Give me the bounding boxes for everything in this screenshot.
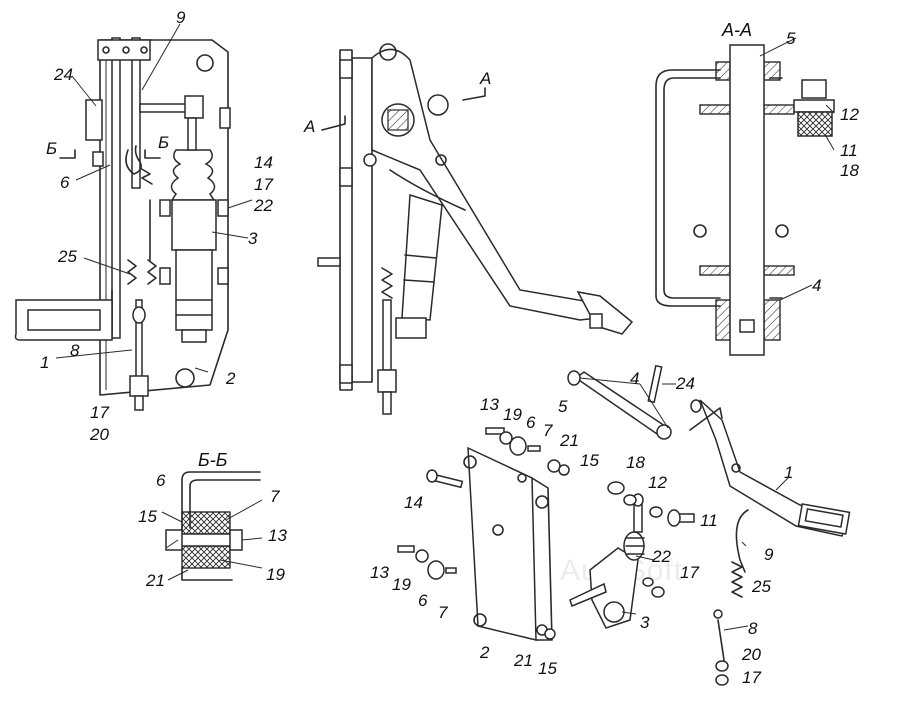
callout: 21 [513, 651, 533, 670]
callout: 19 [392, 575, 411, 594]
callout: 17 [680, 563, 699, 582]
callout: 8 [748, 619, 758, 638]
callout: 21 [559, 431, 579, 450]
callout: 11 [840, 141, 858, 160]
callout: 1 [40, 353, 49, 372]
callout: Б [158, 133, 169, 152]
callout: 7 [438, 603, 448, 622]
callout: 18 [840, 161, 859, 180]
callout: 8 [70, 341, 80, 360]
callout: Б [46, 139, 57, 158]
callout: 6 [418, 591, 428, 610]
callout: 14 [254, 153, 273, 172]
callout: 4 [812, 276, 821, 295]
cut-mark: А [303, 117, 315, 136]
callout: 13 [370, 563, 389, 582]
callout: 9 [176, 8, 186, 27]
callout: 25 [751, 577, 771, 596]
callout: 1 [784, 463, 793, 482]
callout: 6 [60, 173, 70, 192]
section-title-bb: Б-Б [198, 450, 228, 470]
callout: 12 [840, 105, 859, 124]
section-aa [655, 44, 835, 356]
callout: 15 [538, 659, 557, 678]
section-bb [165, 471, 261, 581]
callout: 2 [225, 369, 236, 388]
callouts: 9 24 Б Б 6 14 17 22 3 25 1 8 2 17 20 А А… [40, 8, 859, 687]
callout: 22 [651, 547, 671, 566]
callout: 20 [741, 645, 761, 664]
callout: 6 [156, 471, 166, 490]
callout: 24 [53, 65, 73, 84]
callout: 19 [503, 405, 522, 424]
callout: 21 [145, 571, 165, 590]
callout: 7 [543, 421, 553, 440]
callout: 5 [558, 397, 568, 416]
callout: 17 [254, 175, 273, 194]
callout: 6 [526, 413, 536, 432]
callout: 24 [675, 374, 695, 393]
leader-lines [55, 23, 835, 631]
exploded-view [397, 364, 851, 686]
callout: 18 [626, 453, 645, 472]
callout: 12 [648, 473, 667, 492]
section-title-aa: А-А [721, 20, 752, 40]
callout: 13 [268, 526, 287, 545]
callout: 22 [253, 196, 273, 215]
cut-mark: А [479, 69, 491, 88]
callout: 17 [90, 403, 109, 422]
callout: 5 [786, 29, 796, 48]
callout: 14 [404, 493, 423, 512]
callout: 13 [480, 395, 499, 414]
callout: 15 [138, 507, 157, 526]
side-view [317, 43, 634, 415]
callout: 7 [270, 487, 280, 506]
callout: 17 [742, 668, 761, 687]
callout: 9 [764, 545, 774, 564]
callout: 2 [479, 643, 490, 662]
callout: 19 [266, 565, 285, 584]
callout: 25 [57, 247, 77, 266]
callout: 3 [640, 613, 650, 632]
callout: 20 [89, 425, 109, 444]
front-view [14, 37, 231, 411]
callout: 4 [630, 369, 639, 388]
callout: 11 [700, 511, 718, 530]
callout: 3 [248, 229, 258, 248]
callout: 15 [580, 451, 599, 470]
